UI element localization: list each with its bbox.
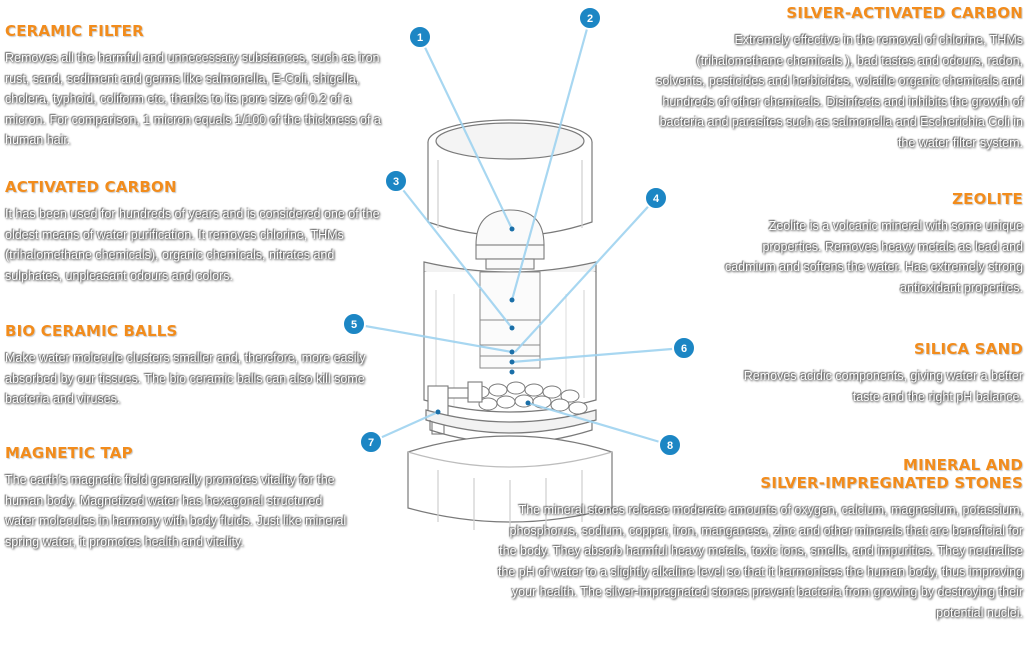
silver-activated-carbon-text: Extremely effective in the removal of ch… [656,33,1023,150]
section-ceramic-filter: CERAMIC FILTER Removes all the harmful a… [5,22,385,151]
section-bio-ceramic-balls: BIO CERAMIC BALLS Make water molecule cl… [5,322,367,410]
bio-ceramic-balls-title: BIO CERAMIC BALLS [5,322,178,340]
svg-text:5: 5 [351,319,357,331]
silica-sand-text: Removes acidic components, giving water … [743,369,1023,404]
marker-8: 8 [658,433,682,457]
carbon-cartridge [479,271,541,369]
activated-carbon-text: It has been used for hundreds of years a… [5,207,380,283]
marker-7: 7 [359,430,383,454]
activated-carbon-title: ACTIVATED CARBON [5,178,177,196]
magnetic-tap-title: MAGNETIC TAP [5,444,133,462]
silica-sand-title: SILICA SAND [914,340,1023,358]
magnetic-tap-text: The earth's magnetic field generally pro… [5,473,347,549]
leader-lines [353,17,685,447]
bio-ceramic-balls-text: Make water molecule clusters smaller and… [5,351,366,406]
base-tank [407,409,613,532]
mineral-stones-title: MINERAL AND SILVER-IMPREGNATED STONES [760,456,1023,492]
ceramic-filter-title: CERAMIC FILTER [5,22,144,40]
section-silica-sand: SILICA SAND Removes acidic components, g… [740,340,1023,407]
svg-text:3: 3 [393,176,399,188]
svg-text:4: 4 [653,193,660,205]
water-filter-diagram: 1 2 3 4 5 6 7 8 [342,6,696,532]
zeolite-text: Zeolite is a volcanic mineral with some … [724,219,1023,295]
section-magnetic-tap: MAGNETIC TAP The earth's magnetic field … [5,444,350,552]
marker-2: 2 [578,6,602,30]
section-silver-activated-carbon: SILVER-ACTIVATED CARBON Extremely effect… [655,4,1023,153]
svg-text:7: 7 [368,437,374,449]
zeolite-title: ZEOLITE [952,190,1023,208]
svg-text:2: 2 [587,13,593,25]
ceramic-filter-text: Removes all the harmful and unnecessary … [5,51,381,147]
upper-tank [427,119,593,237]
anchor-dots [435,226,531,415]
marker-3: 3 [384,169,408,193]
section-activated-carbon: ACTIVATED CARBON It has been used for hu… [5,178,390,286]
marker-5: 5 [342,312,366,336]
marker-6: 6 [672,336,696,360]
svg-text:8: 8 [667,440,673,452]
section-zeolite: ZEOLITE Zeolite is a volcanic mineral wi… [720,190,1023,298]
marker-4: 4 [644,186,668,210]
mineral-stones-text: The mineral stones release moderate amou… [497,503,1023,620]
silver-activated-carbon-title: SILVER-ACTIVATED CARBON [786,4,1023,22]
svg-text:6: 6 [681,343,687,355]
marker-1: 1 [408,25,432,49]
section-mineral-stones: MINERAL AND SILVER-IMPREGNATED STONES Th… [490,456,1023,623]
svg-text:1: 1 [417,32,423,44]
